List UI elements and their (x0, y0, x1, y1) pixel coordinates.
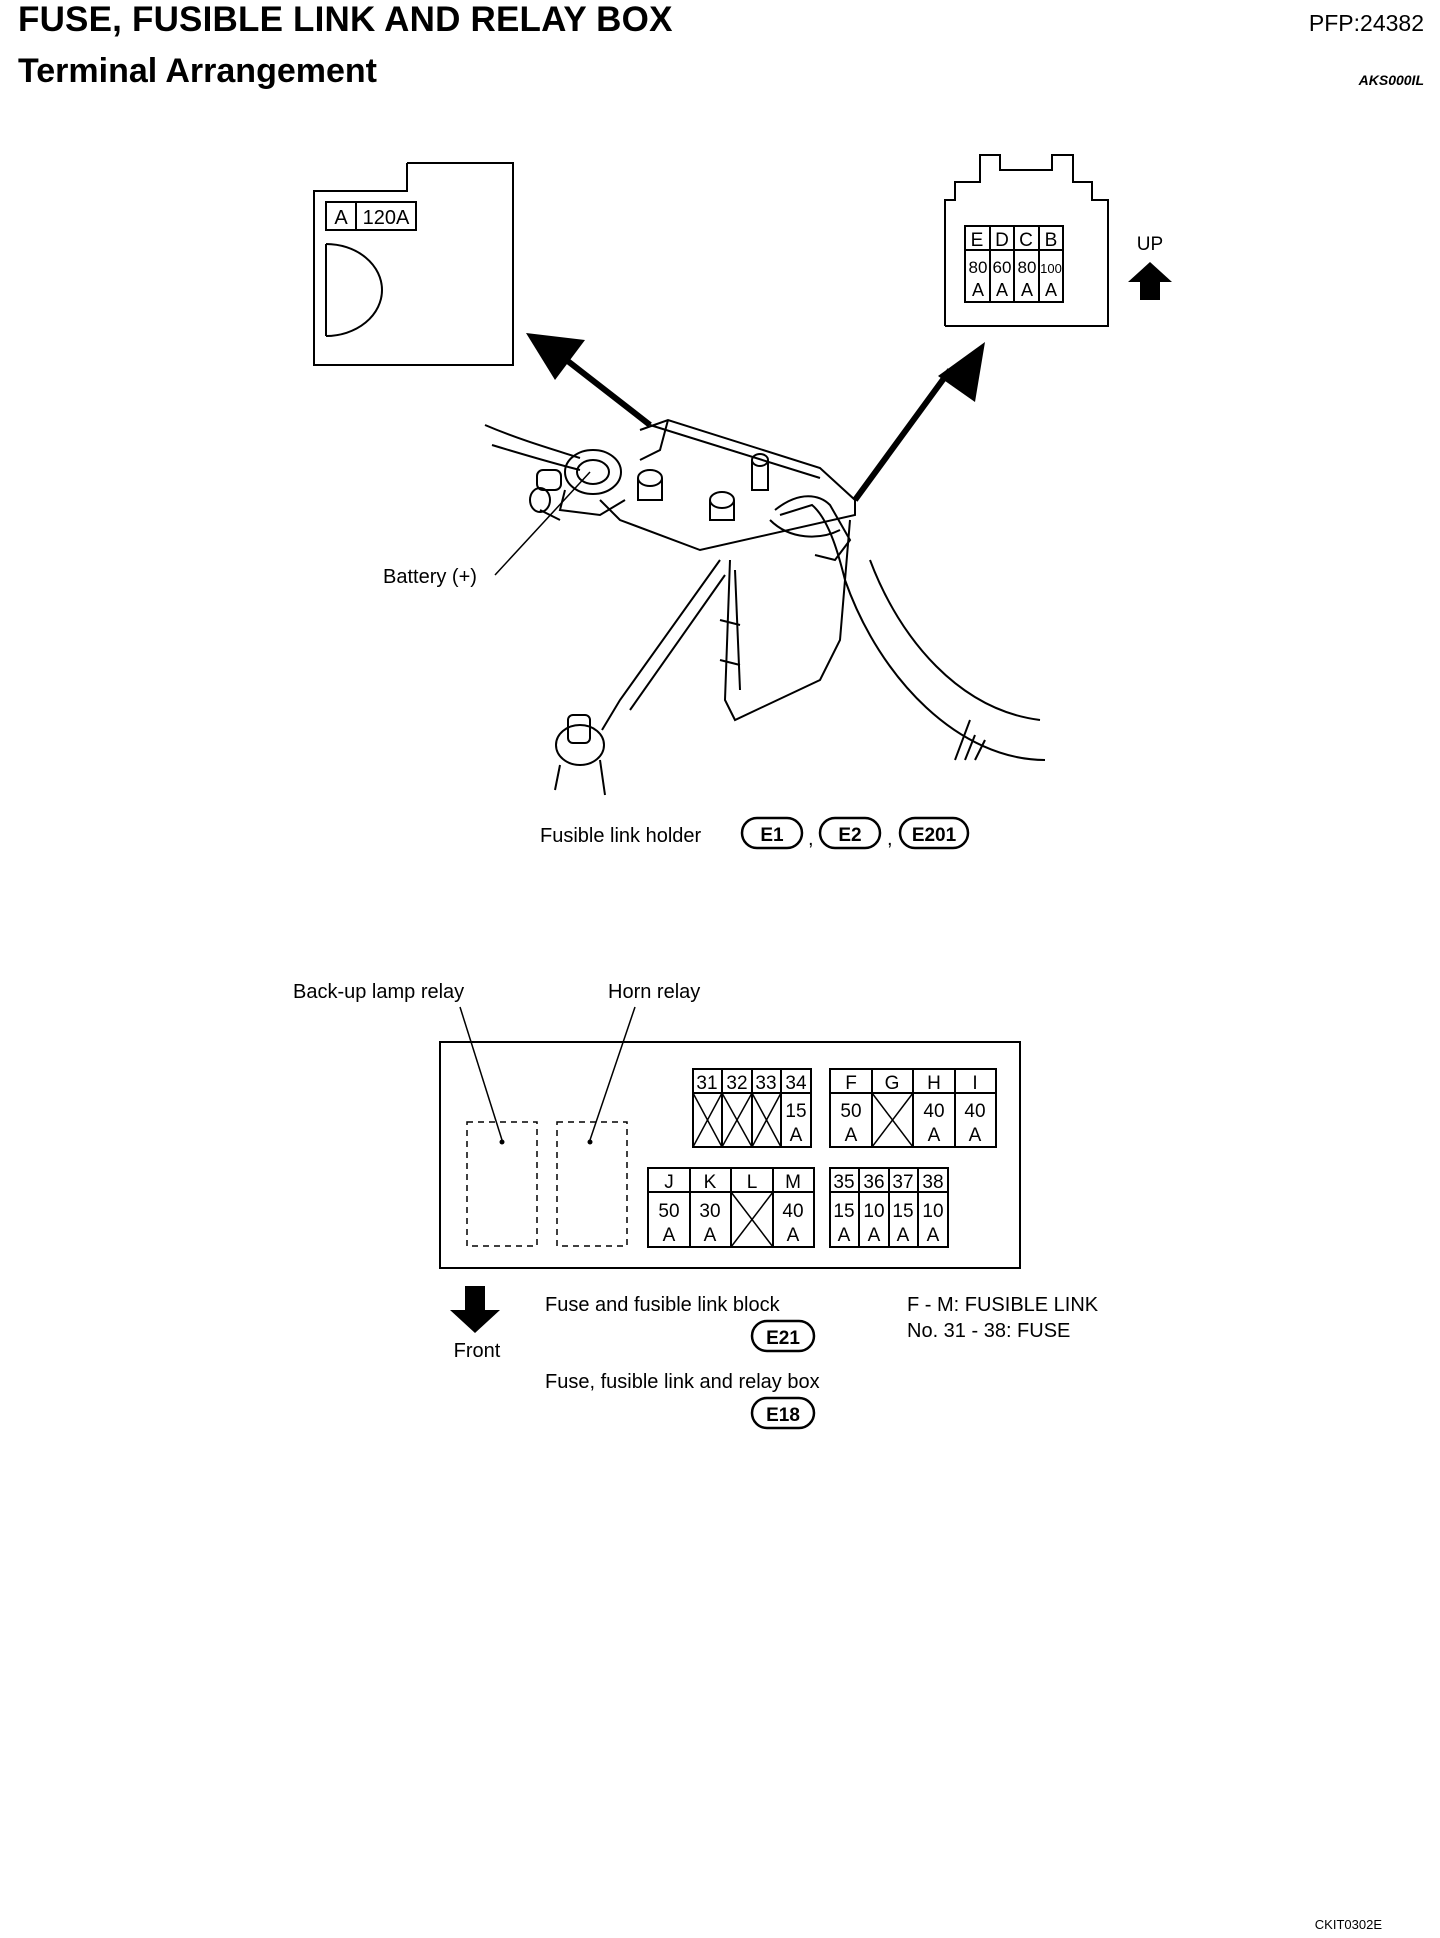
fuse-block-label: Fuse and fusible link block (545, 1294, 781, 1316)
fuse-37-amp: 15 (892, 1201, 913, 1222)
connector-e201-text: E201 (912, 825, 957, 846)
fuse-37-unit: A (897, 1225, 910, 1246)
slot-b-amp: 100 (1040, 261, 1062, 276)
section-title: Terminal Arrangement (18, 52, 377, 90)
figure-code: CKIT0302E (1314, 1917, 1382, 1932)
backup-lamp-relay-outline (466, 1121, 538, 1247)
link-group-j-m: J K L M 50 A 30 A 40 A (647, 1167, 815, 1248)
legend-fuse: No. 31 - 38: FUSE (907, 1320, 1070, 1342)
sep-2: , (887, 828, 893, 850)
relay-box-label: Fuse, fusible link and relay box (545, 1371, 820, 1393)
arrow-to-box-edcb (852, 342, 985, 502)
link-i-unit: A (969, 1125, 982, 1146)
fuse-34-header: 34 (785, 1073, 807, 1094)
link-j-amp: 50 (658, 1201, 679, 1222)
fuse-34-amp: 15 (785, 1101, 806, 1122)
link-k-header: K (704, 1172, 717, 1193)
link-f-amp: 50 (840, 1101, 861, 1122)
slot-c-unit: A (1021, 280, 1033, 300)
fuse-38-header: 38 (922, 1172, 943, 1193)
slot-d-amp: 60 (993, 258, 1012, 277)
slot-e-letter: E (971, 230, 984, 251)
slot-c-amp: 80 (1018, 258, 1037, 277)
arrow-to-box-a (526, 333, 652, 428)
fuse-36-unit: A (868, 1225, 881, 1246)
legend-fusible-link: F - M: FUSIBLE LINK (907, 1294, 1099, 1316)
link-m-amp: 40 (782, 1201, 803, 1222)
connector-e2-text: E2 (838, 825, 861, 846)
fusible-link-box-a: A 120A (313, 162, 514, 366)
fuse-35-header: 35 (833, 1172, 854, 1193)
up-label: UP (1137, 234, 1163, 255)
link-group-f-i: F G H I 50 A 40 A 40 A (829, 1068, 997, 1148)
part-number: PFP:24382 (1308, 10, 1424, 36)
fusible-link-box-edcb: E D C B 80 60 80 100 A A A A (944, 154, 1109, 327)
link-h-header: H (927, 1073, 941, 1094)
up-arrow-icon: UP (1128, 234, 1172, 300)
fuse-35-amp: 15 (833, 1201, 854, 1222)
fuse-37-header: 37 (892, 1172, 913, 1193)
slot-b-letter: B (1045, 230, 1058, 251)
connector-e18 (750, 1396, 816, 1430)
link-h-unit: A (928, 1125, 941, 1146)
horn-relay-label: Horn relay (608, 981, 700, 1003)
fuse-38-unit: A (927, 1225, 940, 1246)
link-m-header: M (785, 1172, 801, 1193)
battery-terminal-illustration (484, 418, 1046, 796)
fuse-33-header: 33 (755, 1073, 776, 1094)
battery-label: Battery (+) (383, 566, 477, 588)
backup-lamp-relay-label: Back-up lamp relay (293, 981, 464, 1003)
page-title: FUSE, FUSIBLE LINK AND RELAY BOX (18, 0, 673, 39)
slot-e-amp: 80 (969, 258, 988, 277)
link-k-amp: 30 (699, 1201, 720, 1222)
box-a-rating: 120A (363, 207, 410, 229)
slot-d-letter: D (995, 230, 1009, 251)
slot-b-unit: A (1045, 280, 1057, 300)
sep-1: , (808, 828, 814, 850)
link-m-unit: A (787, 1225, 800, 1246)
fuse-34-unit: A (790, 1125, 803, 1146)
box-a-letter: A (334, 207, 348, 229)
front-label: Front (454, 1340, 501, 1362)
slot-e-unit: A (972, 280, 984, 300)
link-h-amp: 40 (923, 1101, 944, 1122)
link-f-header: F (845, 1073, 857, 1094)
horn-relay-outline (556, 1121, 628, 1247)
link-k-unit: A (704, 1225, 717, 1246)
front-arrow-icon: Front (450, 1286, 501, 1362)
link-g-header: G (885, 1073, 900, 1094)
connector-e1-text: E1 (760, 825, 784, 846)
connector-e21 (750, 1319, 816, 1353)
fuse-36-amp: 10 (863, 1201, 884, 1222)
fusible-holder-label: Fusible link holder (540, 825, 702, 847)
link-l-header: L (747, 1172, 758, 1193)
horn-relay-leader (589, 1006, 636, 1141)
link-i-header: I (972, 1073, 977, 1094)
fuse-group-35-38: 35 36 37 38 15 10 15 10 A A A A (829, 1167, 949, 1248)
fuse-group-31-34: 31 32 33 34 15 A (692, 1068, 812, 1148)
link-i-amp: 40 (964, 1101, 985, 1122)
fuse-31-header: 31 (696, 1073, 717, 1094)
battery-leader (494, 471, 591, 576)
fuse-38-amp: 10 (922, 1201, 943, 1222)
link-j-unit: A (663, 1225, 676, 1246)
fuse-32-header: 32 (726, 1073, 747, 1094)
link-j-header: J (664, 1172, 674, 1193)
backup-lamp-leader (459, 1006, 503, 1141)
connector-e2 (818, 816, 882, 850)
connector-e201 (898, 816, 970, 850)
slot-c-letter: C (1019, 230, 1033, 251)
slot-d-unit: A (996, 280, 1008, 300)
connector-e1 (740, 816, 804, 850)
relay-box-outline (439, 1041, 1021, 1269)
fuse-35-unit: A (838, 1225, 851, 1246)
fuse-36-header: 36 (863, 1172, 884, 1193)
connector-e21-text: E21 (766, 1328, 800, 1349)
connector-e18-text: E18 (766, 1405, 800, 1426)
link-f-unit: A (845, 1125, 858, 1146)
doc-code: AKS000IL (1358, 72, 1424, 88)
